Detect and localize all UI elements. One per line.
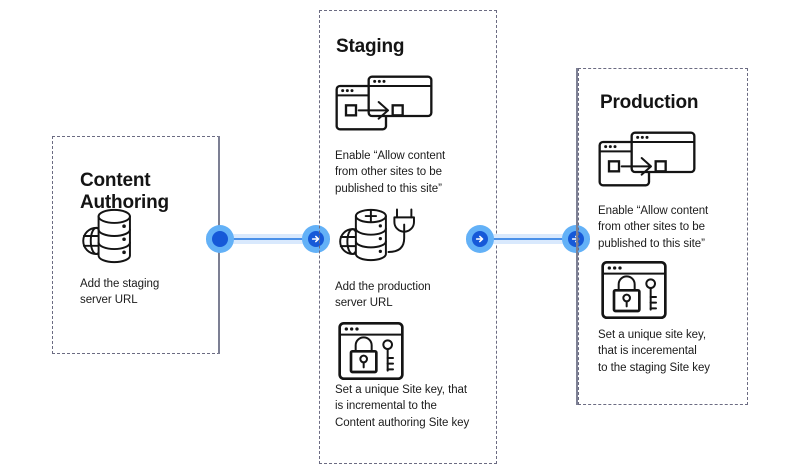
connector-start-arrow-node[interactable]	[466, 225, 494, 253]
stage-title-production: Production	[600, 92, 750, 114]
stage-title-staging: Staging	[336, 36, 486, 58]
browser-lock-key-icon	[600, 259, 668, 321]
connector-line	[206, 238, 330, 240]
stage-caption-staging-2: Add the production server URL	[335, 281, 431, 310]
arrow-right-icon	[308, 231, 324, 247]
browser-windows-transfer-icon	[334, 72, 434, 138]
stage-caption-staging-1: Enable “Allow content from other sites t…	[335, 150, 446, 195]
connector-staging-to-production	[466, 225, 590, 253]
connector-line	[466, 238, 590, 240]
stage-caption-production-2: Set a unique site key, that is inceremen…	[598, 329, 711, 374]
connector-start-dot-node[interactable]	[206, 225, 234, 253]
stage-caption-content-authoring-1: Add the staging server URL	[80, 278, 160, 307]
stage-caption-staging-3: Set a unique Site key, that is increment…	[335, 384, 470, 429]
stage-box-production	[578, 68, 748, 405]
stage-title-line-1: Production	[600, 92, 699, 113]
database-plug-icon	[336, 203, 426, 267]
arrow-right-icon	[472, 231, 488, 247]
stage-caption-production-1: Enable “Allow content from other sites t…	[598, 205, 709, 250]
stage-title-content-authoring: Content Authoring	[80, 170, 210, 215]
connector-end-arrow-node[interactable]	[302, 225, 330, 253]
browser-windows-transfer-icon	[597, 128, 697, 194]
stage-edge-production	[576, 68, 578, 405]
stage-title-line-2: Authoring	[80, 192, 169, 214]
database-globe-icon	[78, 204, 144, 268]
browser-lock-key-icon	[337, 320, 405, 382]
stage-title-line-1: Staging	[336, 36, 405, 57]
stage-title-line-1: Content	[80, 170, 151, 191]
dot-icon	[212, 231, 228, 247]
connector-authoring-to-staging	[206, 225, 330, 253]
